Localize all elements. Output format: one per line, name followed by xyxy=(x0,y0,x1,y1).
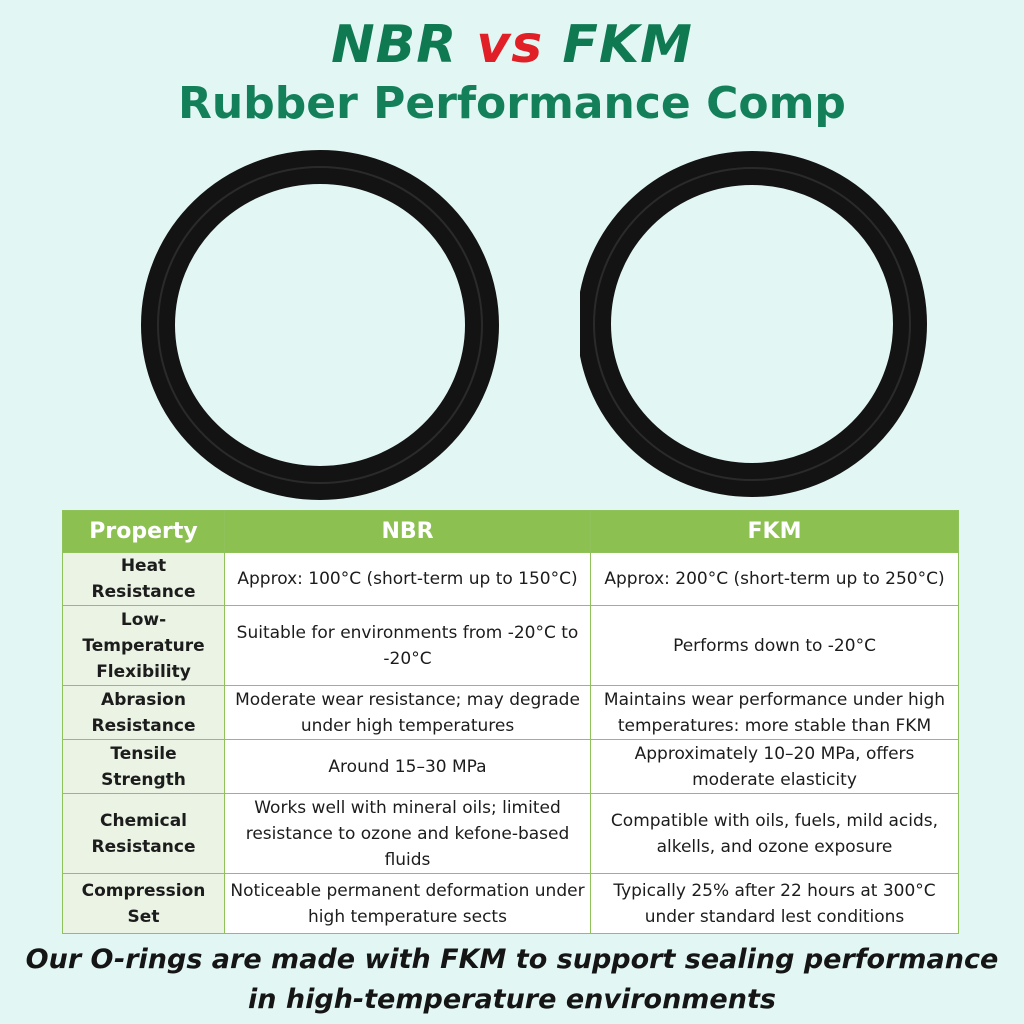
fkm-cell: Compatible with oils, fuels, mild acids,… xyxy=(590,793,959,874)
property-cell: Low-Temperature Flexibility xyxy=(62,605,225,686)
fkm-o-ring-icon xyxy=(580,151,927,497)
page-title: NBR vs FKM xyxy=(0,14,1024,76)
title-block: NBR vs FKM Rubber Performance Comp xyxy=(0,14,1024,132)
page-subtitle: Rubber Performance Comp xyxy=(178,78,846,129)
title-nbr: NBR xyxy=(331,15,458,75)
property-cell: Tensile Strength xyxy=(62,739,225,794)
property-cell: Heat Resistance xyxy=(62,552,225,606)
title-fkm: FKM xyxy=(562,15,693,75)
nbr-cell: Noticeable permanent deformation under h… xyxy=(224,873,591,934)
fkm-cell: Approximately 10–20 MPa, offers moderate… xyxy=(590,739,959,794)
nbr-o-ring-icon xyxy=(141,150,499,500)
property-cell: Abrasion Resistance xyxy=(62,685,225,740)
fkm-cell: Typically 25% after 22 hours at 300°C un… xyxy=(590,873,959,934)
table-row: Compression Set Noticeable permanent def… xyxy=(62,873,959,934)
nbr-cell: Approx: 100°C (short-term up to 150°C) xyxy=(224,552,591,606)
property-cell: Chemical Resistance xyxy=(62,793,225,874)
table-row: Abrasion Resistance Moderate wear resist… xyxy=(62,685,959,740)
nbr-o-ring-highlight xyxy=(157,166,483,484)
table-row: Tensile Strength Around 15–30 MPa Approx… xyxy=(62,739,959,794)
footer-tagline: Our O-rings are made with FKM to support… xyxy=(0,940,1024,1020)
comparison-table: Property NBR FKM Heat Resistance Approx:… xyxy=(62,510,959,934)
fkm-o-ring-highlight xyxy=(593,167,911,481)
nbr-cell: Moderate wear resistance; may degrade un… xyxy=(224,685,591,740)
nbr-cell: Suitable for environments from -20°C to … xyxy=(224,605,591,686)
fkm-o-ring-image xyxy=(580,151,927,497)
table-header-row: Property NBR FKM xyxy=(62,510,959,553)
fkm-cell: Approx: 200°C (short-term up to 250°C) xyxy=(590,552,959,606)
footer-line-2: in high-temperature environments xyxy=(248,984,776,1015)
nbr-o-ring-image xyxy=(141,150,499,500)
title-vs: vs xyxy=(476,15,544,75)
header-property: Property xyxy=(62,510,225,553)
table-row: Chemical Resistance Works well with mine… xyxy=(62,793,959,874)
nbr-cell: Works well with mineral oils; limited re… xyxy=(224,793,591,874)
nbr-cell: Around 15–30 MPa xyxy=(224,739,591,794)
table-row: Low-Temperature Flexibility Suitable for… xyxy=(62,605,959,686)
fkm-cell: Maintains wear performance under high te… xyxy=(590,685,959,740)
table-row: Heat Resistance Approx: 100°C (short-ter… xyxy=(62,552,959,606)
fkm-cell: Performs down to -20°C xyxy=(590,605,959,686)
header-fkm: FKM xyxy=(590,510,959,553)
property-cell: Compression Set xyxy=(62,873,225,934)
header-nbr: NBR xyxy=(224,510,591,553)
footer-line-1: Our O-rings are made with FKM to support… xyxy=(25,944,999,975)
